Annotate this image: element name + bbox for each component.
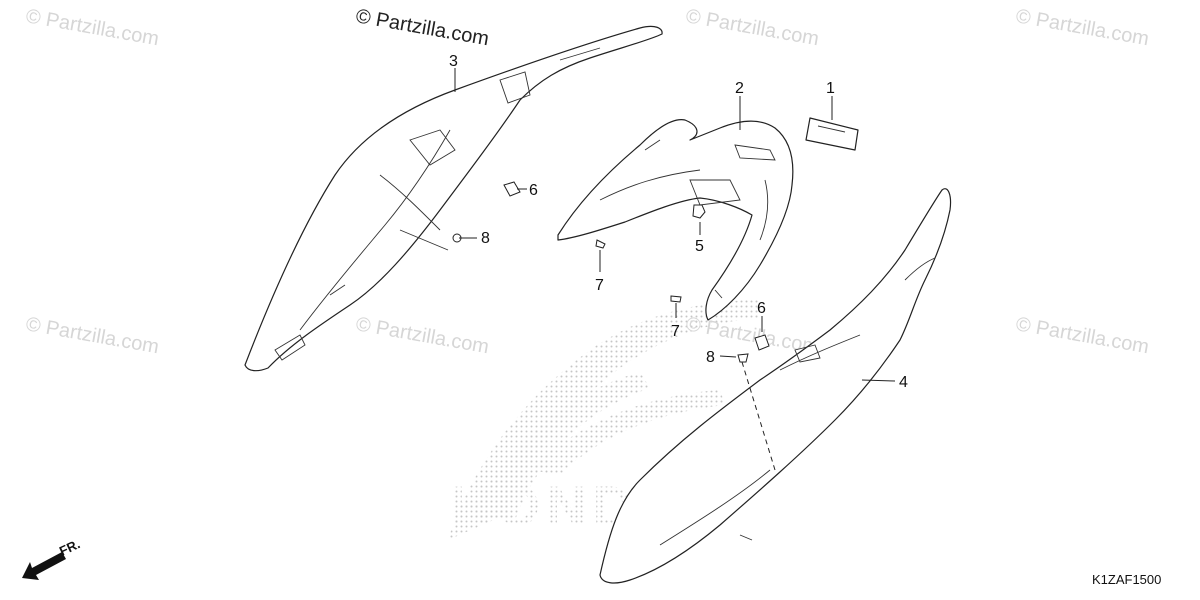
- callout-7-left: 7: [595, 277, 604, 294]
- part-2-center-cover: [557, 119, 794, 321]
- callout-5: 5: [695, 238, 704, 255]
- watermark-top-center: © Partzilla.com: [684, 5, 821, 50]
- callout-2: 2: [735, 80, 744, 97]
- callout-6-left: 6: [529, 182, 538, 199]
- hardware: [452, 181, 770, 363]
- front-label: FR.: [57, 536, 82, 558]
- callout-8-right: 8: [706, 349, 715, 366]
- watermark-mid-center: © Partzilla.com: [354, 313, 491, 358]
- watermark-main: © Partzilla.com: [354, 5, 491, 50]
- watermark-top-left: © Partzilla.com: [24, 5, 161, 50]
- watermark-top-right: © Partzilla.com: [1014, 5, 1151, 50]
- screw-7-right: [670, 295, 682, 303]
- screw-7-left: [595, 239, 606, 249]
- callout-8-left: 8: [481, 230, 490, 247]
- callout-4: 4: [899, 374, 908, 391]
- callout-1: 1: [826, 80, 835, 97]
- leader-lines: [454, 68, 896, 471]
- watermark-mid-left: © Partzilla.com: [24, 313, 161, 358]
- callout-3: 3: [449, 53, 458, 70]
- nut-5: [692, 204, 706, 219]
- clip-6-right: [754, 334, 770, 351]
- watermark-mid-right: © Partzilla.com: [1014, 313, 1151, 358]
- part-1-reflector: [805, 117, 859, 151]
- callout-6-right: 6: [757, 300, 766, 317]
- diagram-code: K1ZAF1500: [1092, 572, 1161, 587]
- part-3-left-cover: [244, 25, 663, 372]
- screw-8-right: [737, 353, 749, 363]
- part-4-right-cover: [599, 188, 952, 584]
- front-arrow-icon: [22, 552, 66, 580]
- clip-6-left: [503, 181, 521, 197]
- callouts: 1 2 3 4 5 6 6 7 7 8 8: [449, 53, 908, 391]
- callout-7-right: 7: [671, 323, 680, 340]
- front-direction-marker: FR.: [22, 536, 82, 580]
